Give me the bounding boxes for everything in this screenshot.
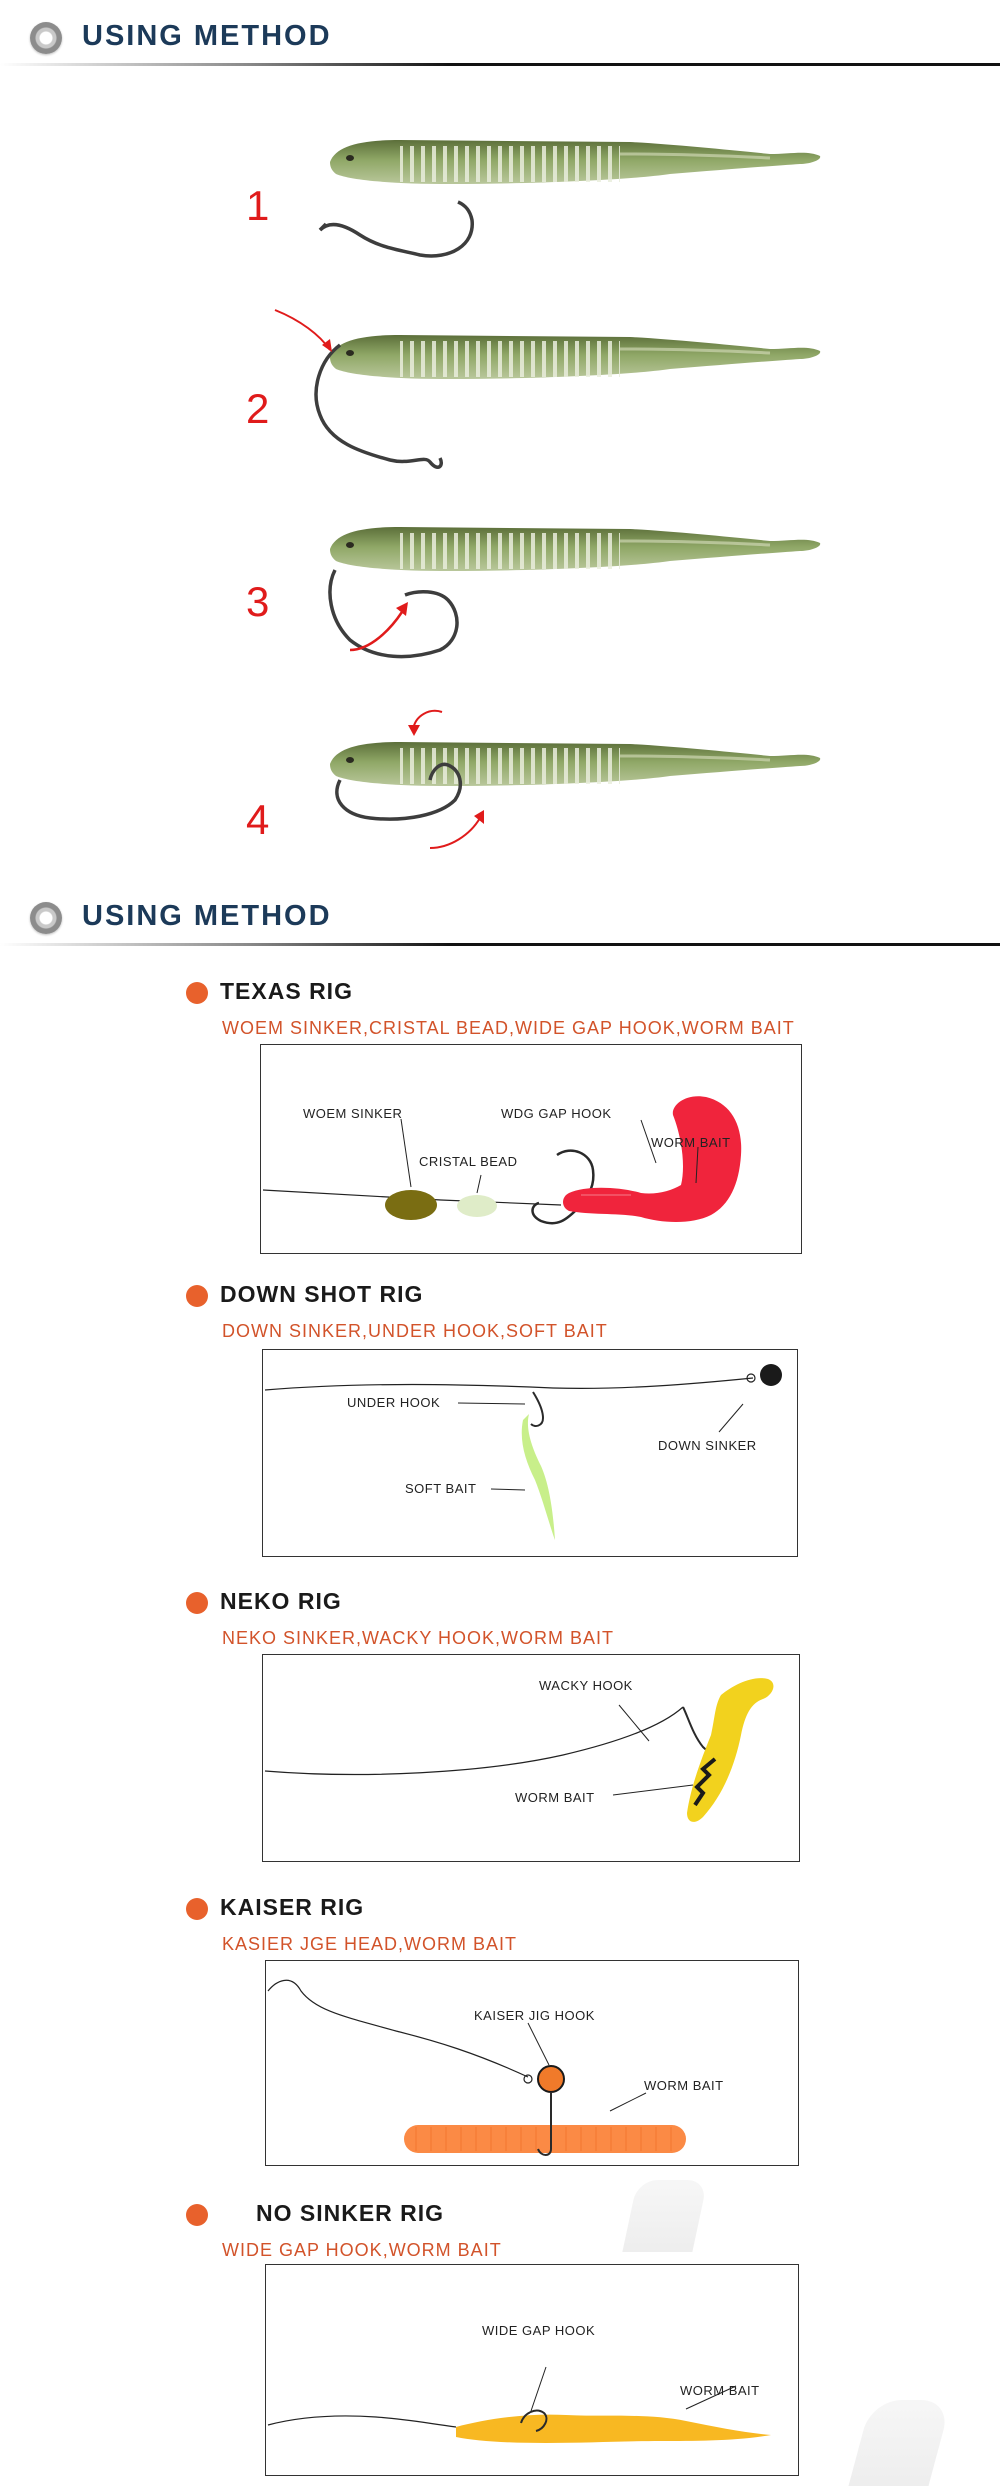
label-woem-sinker: WOEM SINKER	[303, 1106, 402, 1121]
no-sinker-rig-svg: WIDE GAP HOOK WORM BAIT	[267, 2323, 771, 2443]
label-worm-bait: WORM BAIT	[651, 1135, 731, 1150]
hooking-steps-illustration: 1 2 3 4	[0, 80, 1000, 860]
label-worm-bait: WORM BAIT	[680, 2383, 760, 2398]
rig-title: NEKO RIG	[220, 1588, 342, 1614]
rig-components: NEKO SINKER,WACKY HOOK,WORM BAIT	[222, 1628, 615, 1648]
worm-bait-shape	[687, 1678, 774, 1822]
kaiser-rig-svg: KAISER JIG HOOK WORM BAIT	[267, 1979, 724, 2156]
step-number-1: 1	[246, 182, 270, 229]
label-worm-bait: WORM BAIT	[515, 1790, 595, 1805]
rig-texas: TEXAS RIG WOEM SINKER,CRISTAL BEAD,WIDE …	[0, 978, 1000, 1258]
label-down-sinker: DOWN SINKER	[658, 1438, 757, 1453]
down-sinker-shape	[760, 1364, 782, 1386]
rig-down-shot: DOWN SHOT RIG DOWN SINKER,UNDER HOOK,SOF…	[0, 1281, 1000, 1561]
hook-1	[318, 200, 474, 258]
rig-title: TEXAS RIG	[220, 978, 353, 1004]
bullet-dot-icon	[186, 1592, 208, 1614]
rig-neko: NEKO RIG NEKO SINKER,WACKY HOOK,WORM BAI…	[0, 1588, 1000, 1868]
section-title: USING METHOD	[82, 20, 332, 52]
step-number-2: 2	[246, 385, 270, 432]
rig-components: WIDE GAP HOOK,WORM BAIT	[222, 2240, 502, 2260]
rig-title: NO SINKER RIG	[256, 2200, 445, 2226]
under-hook-shape	[530, 1391, 545, 1427]
label-worm-bait: WORM BAIT	[644, 2078, 724, 2093]
rig-components: WOEM SINKER,CRISTAL BEAD,WIDE GAP HOOK,W…	[222, 1018, 795, 1038]
bullet-dot-icon	[186, 1898, 208, 1920]
step-1-group	[318, 138, 822, 258]
step-2-group	[274, 309, 822, 469]
bullet-dot-icon	[186, 2204, 208, 2226]
label-kaiser-jig-hook: KAISER JIG HOOK	[474, 2008, 595, 2023]
rig-components: KASIER JGE HEAD,WORM BAIT	[222, 1934, 518, 1954]
rig-components: DOWN SINKER,UNDER HOOK,SOFT BAIT	[222, 1321, 608, 1341]
rig-kaiser: KAISER RIG KASIER JGE HEAD,WORM BAIT KAI…	[0, 1894, 1000, 2174]
rig-no-sinker: NO SINKER RIG WIDE GAP HOOK,WORM BAIT WI…	[0, 2200, 1000, 2486]
kaiser-jig-head-shape	[537, 2065, 565, 2093]
section-header-2: USING METHOD	[0, 888, 1000, 948]
rig-title: KAISER RIG	[220, 1894, 365, 1920]
rig-diagram-down-shot: UNDER HOOK DOWN SINKER SOFT BAIT	[262, 1349, 798, 1557]
step-3-group	[328, 525, 822, 659]
hooking-steps-svg	[274, 138, 822, 849]
label-cristal-bead: CRISTAL BEAD	[419, 1154, 517, 1169]
step-4-group	[328, 710, 822, 849]
rig-title: DOWN SHOT RIG	[220, 1281, 424, 1307]
texas-rig-svg: WOEM SINKER WDG GAP HOOK CRISTAL BEAD WO…	[262, 1096, 742, 1225]
section-divider	[0, 943, 1000, 946]
neko-rig-svg: WACKY HOOK WORM BAIT	[264, 1678, 774, 1822]
section-header-1: USING METHOD	[0, 8, 1000, 68]
worm-bait-shape	[563, 1096, 742, 1222]
hook-4	[335, 762, 463, 821]
label-wdg-gap-hook: WDG GAP HOOK	[501, 1106, 612, 1121]
label-wide-gap-hook: WIDE GAP HOOK	[482, 2323, 595, 2338]
rig-diagram-no-sinker: WIDE GAP HOOK WORM BAIT	[265, 2264, 799, 2476]
bullet-dot-icon	[186, 1285, 208, 1307]
step-number-4: 4	[246, 796, 270, 843]
rig-diagram-kaiser: KAISER JIG HOOK WORM BAIT	[265, 1960, 799, 2166]
rig-diagram-neko: WACKY HOOK WORM BAIT	[262, 1654, 800, 1862]
wide-gap-hook-shape	[520, 2409, 548, 2432]
worm-bait-shape	[456, 2414, 771, 2443]
section-title: USING METHOD	[82, 900, 332, 932]
cristal-bead-shape	[457, 1195, 497, 1217]
bullet-dot-icon	[186, 982, 208, 1004]
section-divider	[0, 63, 1000, 66]
label-wacky-hook: WACKY HOOK	[539, 1678, 633, 1693]
label-under-hook: UNDER HOOK	[347, 1395, 440, 1410]
label-soft-bait: SOFT BAIT	[405, 1481, 476, 1496]
down-shot-rig-svg: UNDER HOOK DOWN SINKER SOFT BAIT	[264, 1364, 782, 1540]
worm-bait-shape	[404, 2125, 686, 2153]
section-ring-icon	[30, 902, 62, 934]
rig-diagram-texas: WOEM SINKER WDG GAP HOOK CRISTAL BEAD WO…	[260, 1044, 802, 1254]
step-number-3: 3	[246, 578, 270, 625]
soft-bait-shape	[521, 1414, 555, 1540]
hook-3	[328, 569, 459, 659]
kaiser-jig-hook-shape	[537, 2092, 552, 2156]
hook-2	[314, 343, 443, 469]
section-ring-icon	[30, 22, 62, 54]
worm-sinker-shape	[385, 1190, 437, 1220]
